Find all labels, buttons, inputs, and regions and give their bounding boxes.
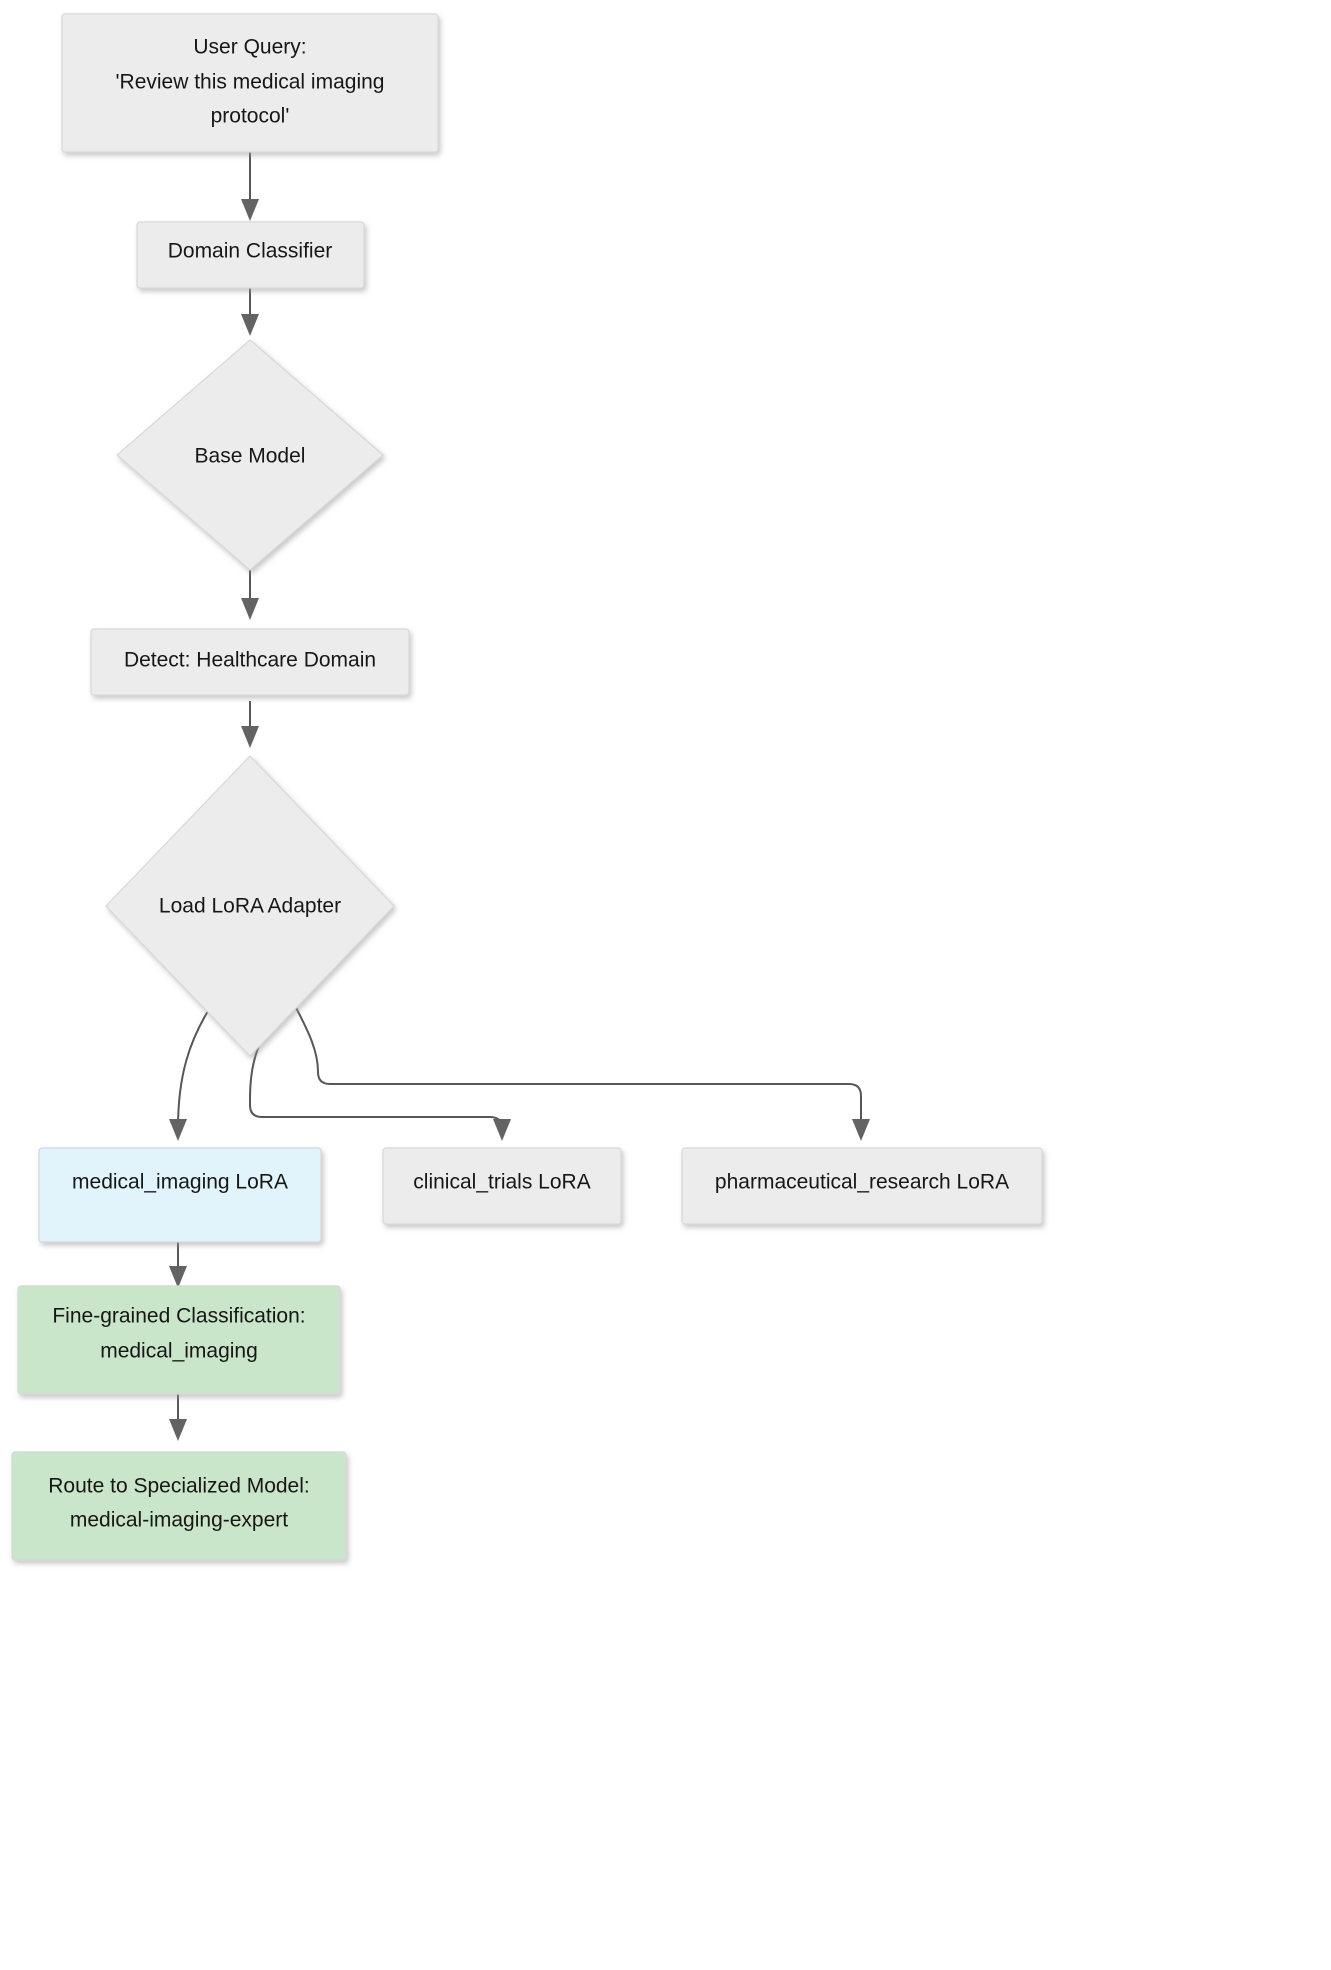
route-to-specialized-model-line-2: medical-imaging-expert [70,1509,288,1532]
user-query-line-3: protocol' [211,105,290,128]
edge-fine-grained-to-route-specialized [169,1394,187,1441]
edge-load-lora-to-clinical-trials [249,999,511,1141]
node-user-query[interactable]: User Query: 'Review this medical imaging… [61,13,439,153]
edge-domain-classifier-to-base-model [241,288,259,336]
edge-load-lora-to-pharmaceutical-research [292,1001,870,1141]
fine-grained-classification-line-2: medical_imaging [100,1340,258,1363]
detect-healthcare-domain-shape[interactable] [90,628,410,696]
node-base-model[interactable]: Base Model [116,339,384,571]
node-detect-healthcare-domain[interactable]: Detect: Healthcare Domain [90,628,410,696]
node-clinical-trials-lora[interactable]: clinical_trials LoRA [382,1147,622,1225]
user-query-shape[interactable] [61,13,439,153]
base-model-label: Base Model [195,445,306,468]
node-load-lora-adapter[interactable]: Load LoRA Adapter [105,755,395,1057]
route-to-specialized-model-shape[interactable] [11,1451,347,1561]
domain-classifier-shape[interactable] [136,221,365,289]
user-query-line-2: 'Review this medical imaging [116,71,385,94]
node-domain-classifier[interactable]: Domain Classifier [136,221,365,289]
edge-detect-healthcare-to-load-lora [241,701,259,748]
load-lora-adapter-label: Load LoRA Adapter [159,895,341,918]
fine-grained-classification-line-1: Fine-grained Classification: [52,1305,305,1328]
edge-medical-imaging-to-fine-grained [169,1242,187,1288]
clinical-trials-lora-label: clinical_trials LoRA [413,1171,590,1194]
base-model-shape[interactable] [116,339,384,571]
user-query-line-1: User Query: [193,36,306,59]
route-to-specialized-model-line-1: Route to Specialized Model: [48,1475,310,1498]
edge-load-lora-to-medical-imaging [169,999,216,1141]
medical-imaging-lora-label: medical_imaging LoRA [72,1171,288,1194]
node-fine-grained-classification[interactable]: Fine-grained Classification: medical_ima… [17,1285,341,1395]
edge-user-query-to-domain-classifier [241,152,259,221]
node-pharmaceutical-research-lora[interactable]: pharmaceutical_research LoRA [681,1147,1043,1225]
node-route-to-specialized-model[interactable]: Route to Specialized Model: medical-imag… [11,1451,347,1561]
domain-classifier-label: Domain Classifier [168,240,333,263]
medical-imaging-lora-shape[interactable] [38,1147,322,1243]
edge-base-model-to-detect-healthcare [241,570,259,620]
load-lora-adapter-shape[interactable] [105,755,395,1057]
pharmaceutical-research-lora-shape[interactable] [681,1147,1043,1225]
node-medical-imaging-lora[interactable]: medical_imaging LoRA [38,1147,322,1243]
fine-grained-classification-shape[interactable] [17,1285,341,1395]
node-layer: User Query: 'Review this medical imaging… [11,13,1043,1561]
detect-healthcare-domain-label: Detect: Healthcare Domain [124,649,376,672]
clinical-trials-lora-shape[interactable] [382,1147,622,1225]
pharmaceutical-research-lora-label: pharmaceutical_research LoRA [715,1171,1009,1194]
